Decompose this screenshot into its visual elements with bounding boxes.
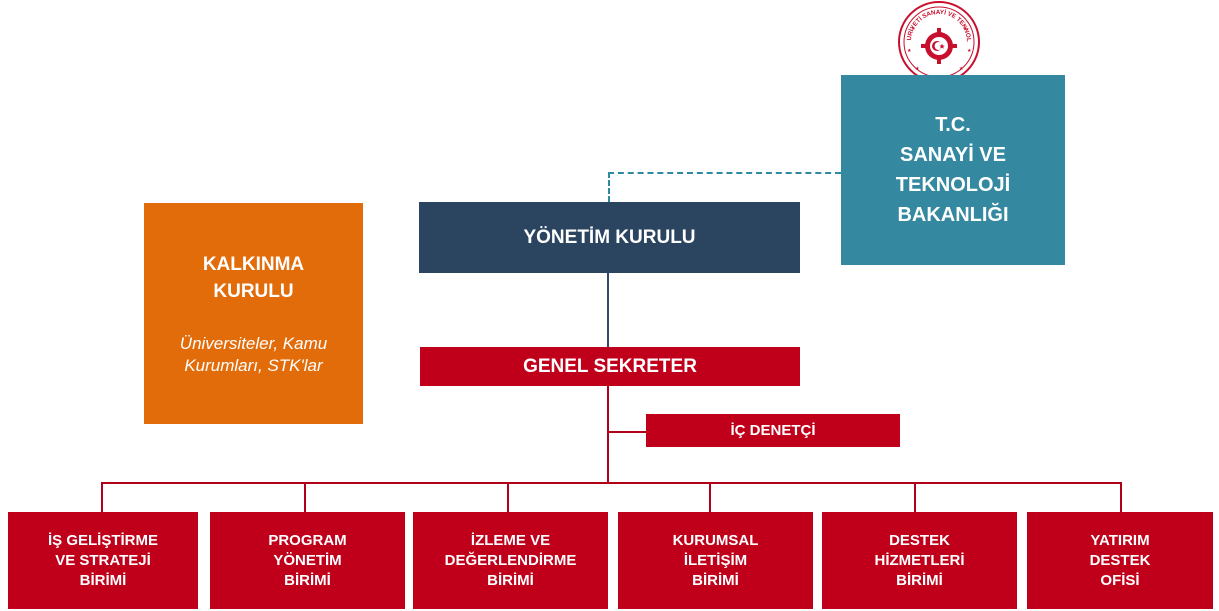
development-council-box: KALKINMA KURULU Üniversiteler, Kamu Kuru… [144, 203, 363, 424]
ministry-seal-logo: TÜRKİYE CUMHURİYETİ SANAYİ VE TEKNOLOJİ … [897, 0, 980, 83]
secretary-trunk-line [607, 386, 609, 483]
unit-drop-5 [914, 482, 916, 512]
unit-drop-1 [101, 482, 103, 512]
board-label: YÖNETİM KURULU [523, 226, 696, 248]
council-subtitle-line-2: Kurumları, STK'lar [184, 355, 323, 375]
svg-text:★: ★ [907, 48, 912, 54]
board-box: YÖNETİM KURULU [419, 202, 800, 273]
ministry-line-1: T.C. [935, 114, 971, 136]
svg-text:★: ★ [911, 26, 916, 32]
units-bus-line [101, 482, 1122, 484]
unit-box-4: KURUMSAL İLETİŞİM BİRİMİ [618, 512, 813, 609]
council-title-line-2: KURULU [213, 280, 294, 302]
ministry-board-dashed-connector [608, 172, 841, 174]
secretary-box: GENEL SEKRETER [420, 347, 800, 386]
unit-box-1: İŞ GELİŞTİRME VE STRATEJİ BİRİMİ [8, 512, 198, 609]
unit-box-5: DESTEK HİZMETLERİ BİRİMİ [822, 512, 1017, 609]
ministry-board-dashed-drop [608, 172, 610, 202]
ministry-box: T.C. SANAYİ VE TEKNOLOJİ BAKANLIĞI [841, 75, 1065, 265]
ministry-line-4: BAKANLIĞI [897, 204, 1009, 226]
auditor-box: İÇ DENETÇİ [646, 414, 900, 447]
council-subtitle-line-1: Üniversiteler, Kamu [179, 333, 328, 353]
council-title-line-1: KALKINMA [202, 253, 305, 275]
unit-box-3: İZLEME VE DEĞERLENDİRME BİRİMİ [413, 512, 608, 609]
board-secretary-connector [607, 273, 609, 347]
svg-text:★: ★ [967, 48, 972, 54]
unit-label-3: İZLEME VE DEĞERLENDİRME BİRİMİ [444, 531, 577, 589]
unit-box-2: PROGRAM YÖNETİM BİRİMİ [210, 512, 405, 609]
svg-text:★: ★ [915, 66, 920, 72]
unit-drop-2 [304, 482, 306, 512]
unit-drop-3 [507, 482, 509, 512]
auditor-connector [607, 431, 647, 433]
svg-text:★: ★ [959, 66, 964, 72]
svg-text:★: ★ [963, 26, 968, 32]
ministry-line-2: SANAYİ VE [900, 144, 1006, 166]
auditor-label: İÇ DENETÇİ [730, 422, 816, 439]
unit-label-4: KURUMSAL İLETİŞİM BİRİMİ [672, 531, 759, 589]
unit-label-5: DESTEK HİZMETLERİ BİRİMİ [874, 531, 965, 589]
unit-drop-6 [1120, 482, 1122, 512]
ministry-line-3: TEKNOLOJİ [895, 174, 1011, 196]
unit-label-6: YATIRIM DESTEK OFİSİ [1089, 531, 1151, 589]
unit-label-2: PROGRAM YÖNETİM BİRİMİ [268, 531, 347, 589]
unit-box-6: YATIRIM DESTEK OFİSİ [1027, 512, 1213, 609]
unit-drop-4 [709, 482, 711, 512]
secretary-label: GENEL SEKRETER [523, 355, 697, 377]
unit-label-1: İŞ GELİŞTİRME VE STRATEJİ BİRİMİ [47, 531, 158, 589]
